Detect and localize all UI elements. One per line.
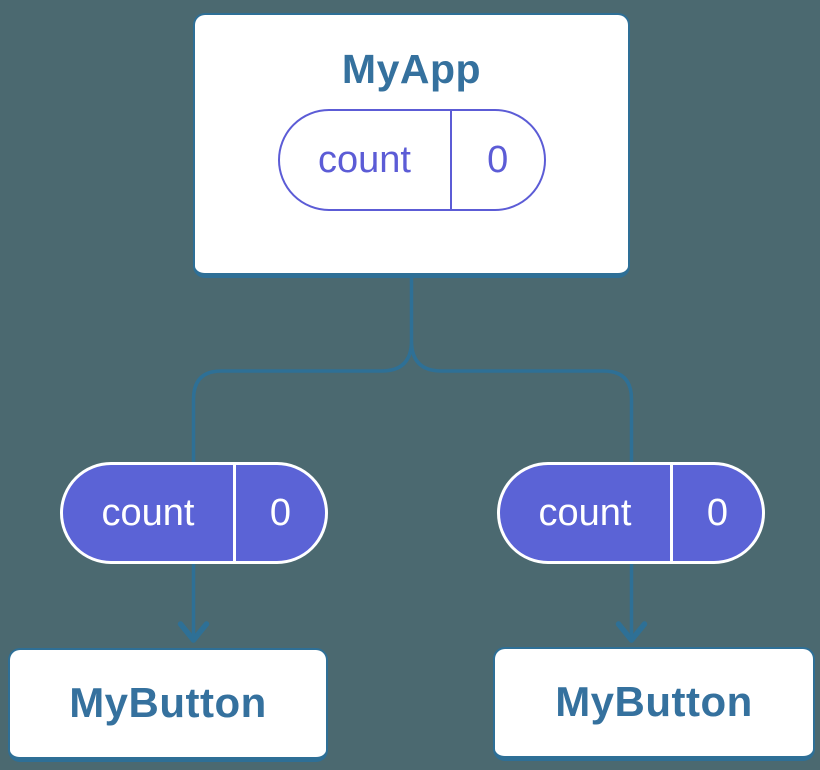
component-title: MyButton — [69, 679, 267, 727]
component-title: MyButton — [555, 678, 753, 726]
pill-divider — [233, 465, 236, 561]
state-pill-filled-left: count 0 — [60, 462, 328, 564]
arrowhead-icon — [177, 621, 210, 643]
pill-divider — [449, 111, 452, 210]
component-node-myapp: MyApp count 0 — [193, 13, 630, 278]
state-pill-outlined: count 0 — [277, 109, 546, 212]
state-value: 0 — [487, 138, 509, 181]
state-value: 0 — [706, 491, 729, 534]
state-label: count — [538, 491, 632, 534]
pill-divider — [670, 465, 673, 561]
state-value: 0 — [269, 491, 292, 534]
state-label: count — [318, 138, 411, 181]
arrowhead-icon — [615, 621, 648, 643]
component-title: MyApp — [341, 46, 482, 92]
component-node-mybutton-left: MyButton — [8, 648, 328, 762]
state-pill-filled-right: count 0 — [497, 462, 765, 564]
component-node-mybutton-right: MyButton — [493, 647, 815, 761]
fork-line — [191, 272, 634, 637]
state-label: count — [101, 491, 195, 534]
